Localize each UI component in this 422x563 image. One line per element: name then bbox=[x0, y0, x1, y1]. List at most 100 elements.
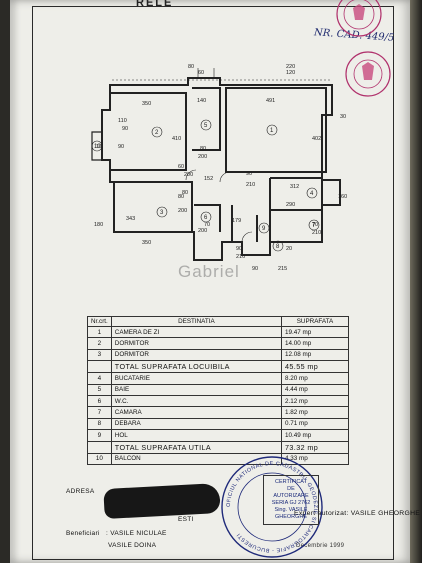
dim-label: 20 bbox=[286, 246, 292, 252]
redaction-mark bbox=[103, 482, 221, 520]
dim-label: 60 bbox=[178, 164, 184, 170]
col-header-suprafata: SUPRAFATA bbox=[281, 316, 349, 327]
dim-label: 140 bbox=[197, 98, 206, 104]
dim-label: 200 bbox=[178, 208, 187, 214]
room-number: 10 bbox=[94, 144, 101, 150]
row-dest: CAMARA bbox=[110, 406, 283, 419]
row-sup: 12.08 mp bbox=[281, 348, 349, 362]
dim-label: 110 bbox=[118, 118, 127, 124]
stamp-line: DE bbox=[287, 486, 295, 492]
stamp-line: GHEORGHE bbox=[274, 514, 308, 520]
table-row: 4 BUCATARIE 8.20 mp bbox=[87, 372, 349, 385]
dim-label: 220 bbox=[286, 64, 295, 70]
stamp-center: CERTIFICAT DE AUTORIZARE SERIA GJ 2762 S… bbox=[263, 475, 319, 525]
row-sup: 0.71 mp bbox=[281, 417, 349, 431]
dim-label: 210 bbox=[312, 230, 321, 236]
dim-label: 350 bbox=[142, 101, 151, 107]
row-dest: BUCATARIE bbox=[110, 372, 283, 385]
room-number: 6 bbox=[204, 215, 208, 221]
row-dest: DEBARA bbox=[110, 417, 283, 431]
row-dest: BALCON bbox=[110, 452, 283, 465]
room-number: 2 bbox=[155, 130, 159, 136]
dim-label: 491 bbox=[266, 98, 275, 104]
total-value: 45.55 mp bbox=[281, 360, 349, 374]
table-row: 10 BALCON 4.33 mp bbox=[87, 452, 349, 465]
dim-label: 180 bbox=[94, 222, 103, 228]
area-table: Nr.crt. DESTINATIA SUPRAFATA 1 CAMERA DE… bbox=[87, 316, 349, 465]
row-sup: 2.12 mp bbox=[281, 394, 349, 408]
row-sup: 10.49 mp bbox=[281, 429, 349, 442]
beneficiar-2: VASILE DOINA bbox=[108, 542, 157, 549]
table-row: 6 W.C. 2.12 mp bbox=[87, 394, 349, 408]
col-header-nr: Nr.crt. bbox=[87, 316, 112, 327]
dim-label: 402 bbox=[312, 136, 321, 142]
red-stamp-side bbox=[345, 51, 391, 97]
dim-label: 10 bbox=[96, 144, 102, 150]
dim-label: 312 bbox=[290, 184, 299, 190]
beneficiar-1: : VASILE NICULAE bbox=[106, 530, 167, 537]
table-row: 9 HOL 10.49 mp bbox=[87, 429, 349, 442]
row-nr: 5 bbox=[87, 383, 112, 396]
row-sup: 14.00 mp bbox=[281, 337, 349, 350]
row-dest: BAIE bbox=[110, 383, 283, 396]
table-row: 3 DORMITOR 12.08 mp bbox=[87, 348, 349, 362]
row-dest: DORMITOR bbox=[110, 337, 283, 350]
dim-label: 200 bbox=[198, 228, 207, 234]
dim-label: 30 bbox=[340, 114, 346, 120]
dim-label: 90 bbox=[246, 171, 252, 177]
page-edge bbox=[410, 0, 422, 563]
dim-label: 290 bbox=[286, 202, 295, 208]
dim-label: 80 bbox=[188, 64, 194, 70]
dim-label: 410 bbox=[172, 136, 181, 142]
dim-label: 80 bbox=[200, 146, 206, 152]
room-number: 9 bbox=[262, 226, 266, 232]
dim-label: 60 bbox=[198, 70, 204, 76]
row-nr: 3 bbox=[87, 348, 112, 362]
total-label: TOTAL SUPRAFATA LOCUIBILA bbox=[110, 360, 283, 374]
expert-name: Expert autorizat: VASILE GHEORGHE bbox=[294, 510, 421, 517]
room-number: 3 bbox=[160, 210, 164, 216]
room-number: 1 bbox=[270, 128, 274, 134]
row-sup: 4.33 mp bbox=[281, 452, 349, 465]
row-nr: 9 bbox=[87, 429, 112, 442]
row-sup: 4.44 mp bbox=[281, 383, 349, 396]
row-nr: 4 bbox=[87, 372, 112, 385]
dim-label: 80 bbox=[182, 190, 188, 196]
row-nr: 2 bbox=[87, 337, 112, 350]
col-header-destinatia: DESTINATIA bbox=[110, 316, 283, 327]
stamp-line: Sing. VASILE bbox=[274, 507, 308, 513]
doc-title-fragment: RELE bbox=[136, 0, 174, 9]
total-value: 73.32 mp bbox=[281, 440, 349, 454]
row-nr: 6 bbox=[87, 394, 112, 408]
room-number: 5 bbox=[204, 123, 208, 129]
dim-label: 160 bbox=[338, 194, 347, 200]
table-header-row: Nr.crt. DESTINATIA SUPRAFATA bbox=[87, 316, 349, 327]
row-dest: HOL bbox=[110, 429, 283, 442]
row-sup: 19.47 mp bbox=[281, 325, 349, 339]
dim-label: 210 bbox=[246, 182, 255, 188]
document-frame bbox=[32, 6, 394, 560]
watermark: Gabriel bbox=[178, 262, 240, 281]
row-dest: DORMITOR bbox=[110, 348, 283, 362]
table-row: 1 CAMERA DE ZI 19.47 mp bbox=[87, 325, 349, 339]
adresa-label: ADRESA bbox=[66, 488, 95, 495]
dim-label: 90 bbox=[122, 126, 128, 132]
total-row: TOTAL SUPRAFATA UTILA 73.32 mp bbox=[87, 440, 349, 454]
table-row: 8 DEBARA 0.71 mp bbox=[87, 417, 349, 431]
dim-label: 200 bbox=[184, 172, 193, 178]
doc-date: Decembrie 1999 bbox=[296, 543, 345, 549]
dim-label: 179 bbox=[232, 218, 241, 224]
total-label: TOTAL SUPRAFATA UTILA bbox=[110, 440, 283, 454]
dim-label: 90 bbox=[118, 144, 124, 150]
red-stamp-top bbox=[336, 0, 382, 37]
row-dest: CAMERA DE ZI bbox=[110, 325, 283, 339]
beneficiar-label: Beneficiari bbox=[66, 530, 100, 537]
dim-label: 343 bbox=[126, 216, 135, 222]
table-row: 7 CAMARA 1.82 mp bbox=[87, 406, 349, 419]
dim-label: 210 bbox=[236, 254, 245, 260]
table-row: 5 BAIE 4.44 mp bbox=[87, 383, 349, 396]
stamp-line: CERTIFICAT bbox=[275, 479, 307, 485]
dim-label: 90 bbox=[236, 246, 242, 252]
room-number: 7 bbox=[312, 223, 316, 229]
row-nr: 8 bbox=[87, 417, 112, 431]
